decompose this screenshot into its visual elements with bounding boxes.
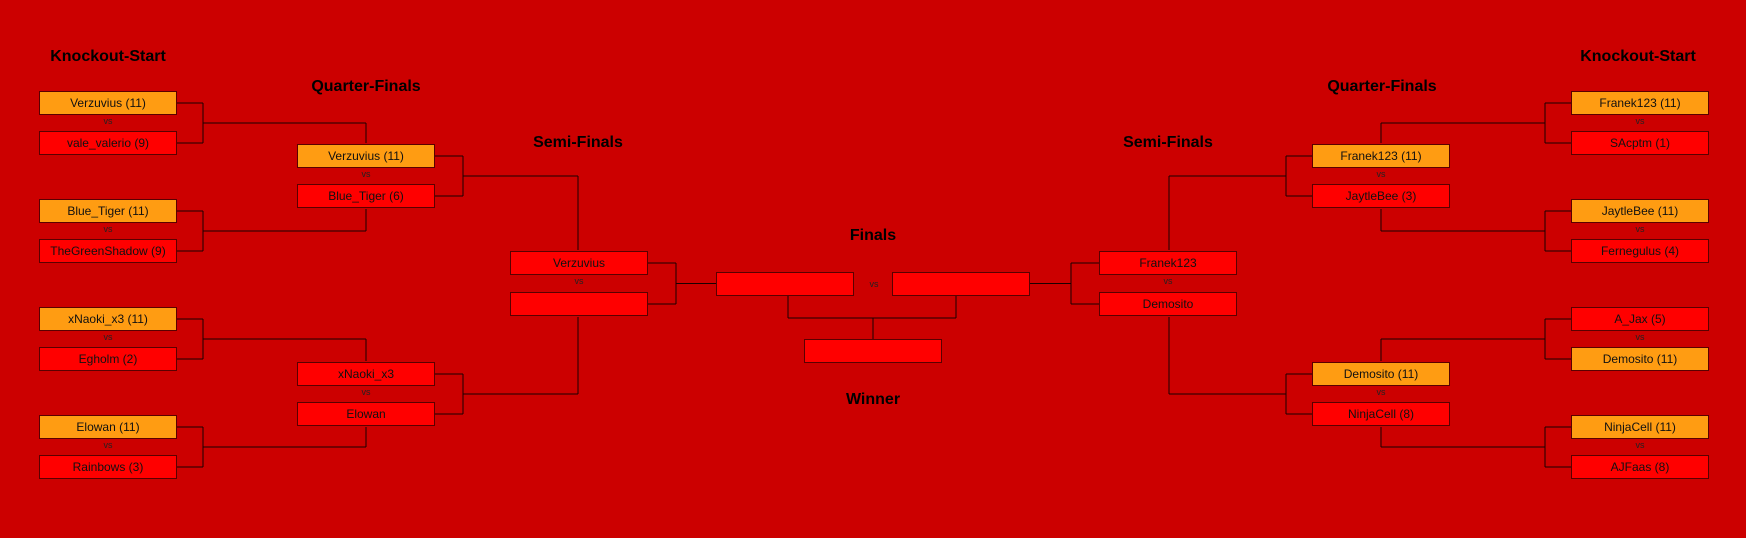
- left-quarter-match-2-player-b[interactable]: Elowan: [297, 402, 435, 426]
- winner-slot[interactable]: [804, 339, 942, 363]
- vs-label: vs: [103, 332, 113, 342]
- right-quarter-match-1-player-a[interactable]: Franek123 (11): [1312, 144, 1450, 168]
- right-r1-match-2-player-b[interactable]: Fernegulus (4): [1571, 239, 1709, 263]
- heading-finals: Finals: [849, 227, 897, 244]
- heading-semi-finals-left: Semi-Finals: [533, 134, 623, 151]
- vs-label: vs: [103, 224, 113, 234]
- heading-semi-finals-right: Semi-Finals: [1123, 134, 1213, 151]
- right-r1-match-4-player-a[interactable]: NinjaCell (11): [1571, 415, 1709, 439]
- heading-winner: Winner: [845, 391, 901, 408]
- right-r1-match-3-player-b[interactable]: Demosito (11): [1571, 347, 1709, 371]
- right-quarter-match-2-player-b[interactable]: NinjaCell (8): [1312, 402, 1450, 426]
- left-quarter-match-2-player-a[interactable]: xNaoki_x3: [297, 362, 435, 386]
- left-r1-match-1-player-a[interactable]: Verzuvius (11): [39, 91, 177, 115]
- left-quarter-match-1-player-a[interactable]: Verzuvius (11): [297, 144, 435, 168]
- vs-label: vs: [361, 387, 371, 397]
- heading-knockout-start-right: Knockout-Start: [1580, 48, 1696, 65]
- left-semi-match-player-b[interactable]: [510, 292, 648, 316]
- right-quarter-match-1-player-b[interactable]: JaytleBee (3): [1312, 184, 1450, 208]
- right-r1-match-3-player-a[interactable]: A_Jax (5): [1571, 307, 1709, 331]
- left-quarter-match-1-player-b[interactable]: Blue_Tiger (6): [297, 184, 435, 208]
- left-r1-match-1-player-b[interactable]: vale_valerio (9): [39, 131, 177, 155]
- heading-knockout-start-left: Knockout-Start: [50, 48, 166, 65]
- right-r1-match-1-player-b[interactable]: SAcptm (1): [1571, 131, 1709, 155]
- vs-label: vs: [1635, 332, 1645, 342]
- heading-quarter-finals-left: Quarter-Finals: [311, 78, 421, 95]
- final-player-a[interactable]: [716, 272, 854, 296]
- left-r1-match-3-player-a[interactable]: xNaoki_x3 (11): [39, 307, 177, 331]
- vs-label: vs: [103, 440, 113, 450]
- heading-quarter-finals-right: Quarter-Finals: [1327, 78, 1437, 95]
- vs-label: vs: [103, 116, 113, 126]
- right-r1-match-4-player-b[interactable]: AJFaas (8): [1571, 455, 1709, 479]
- vs-label: vs: [1376, 169, 1386, 179]
- right-r1-match-2-player-a[interactable]: JaytleBee (11): [1571, 199, 1709, 223]
- left-r1-match-2-player-b[interactable]: TheGreenShadow (9): [39, 239, 177, 263]
- right-quarter-match-2-player-a[interactable]: Demosito (11): [1312, 362, 1450, 386]
- right-semi-match-player-b[interactable]: Demosito: [1099, 292, 1237, 316]
- left-r1-match-4-player-a[interactable]: Elowan (11): [39, 415, 177, 439]
- right-r1-match-1-player-a[interactable]: Franek123 (11): [1571, 91, 1709, 115]
- vs-label: vs: [1635, 224, 1645, 234]
- final-player-b[interactable]: [892, 272, 1030, 296]
- left-semi-match-player-a[interactable]: Verzuvius: [510, 251, 648, 275]
- vs-label: vs: [869, 279, 879, 289]
- vs-label: vs: [1635, 440, 1645, 450]
- left-r1-match-4-player-b[interactable]: Rainbows (3): [39, 455, 177, 479]
- vs-label: vs: [1376, 387, 1386, 397]
- right-semi-match-player-a[interactable]: Franek123: [1099, 251, 1237, 275]
- vs-label: vs: [574, 276, 584, 286]
- left-r1-match-2-player-a[interactable]: Blue_Tiger (11): [39, 199, 177, 223]
- vs-label: vs: [1635, 116, 1645, 126]
- vs-label: vs: [1163, 276, 1173, 286]
- vs-label: vs: [361, 169, 371, 179]
- left-r1-match-3-player-b[interactable]: Egholm (2): [39, 347, 177, 371]
